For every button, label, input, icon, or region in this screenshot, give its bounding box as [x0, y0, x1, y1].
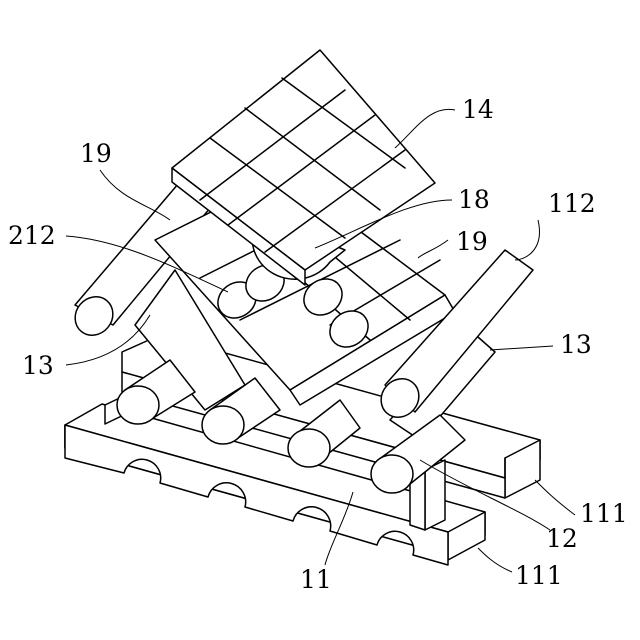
label-18: 18	[458, 185, 490, 214]
label-13-left: 13	[22, 351, 54, 380]
label-19-right: 19	[456, 227, 488, 256]
label-11: 11	[300, 565, 332, 594]
label-13-right: 13	[560, 330, 592, 359]
label-111-upper: 111	[580, 499, 628, 528]
label-112: 112	[548, 189, 596, 218]
label-12: 12	[546, 524, 578, 553]
label-212: 212	[8, 221, 56, 250]
label-19-left: 19	[80, 139, 112, 168]
label-14: 14	[462, 95, 494, 124]
label-111-lower: 111	[515, 561, 563, 590]
